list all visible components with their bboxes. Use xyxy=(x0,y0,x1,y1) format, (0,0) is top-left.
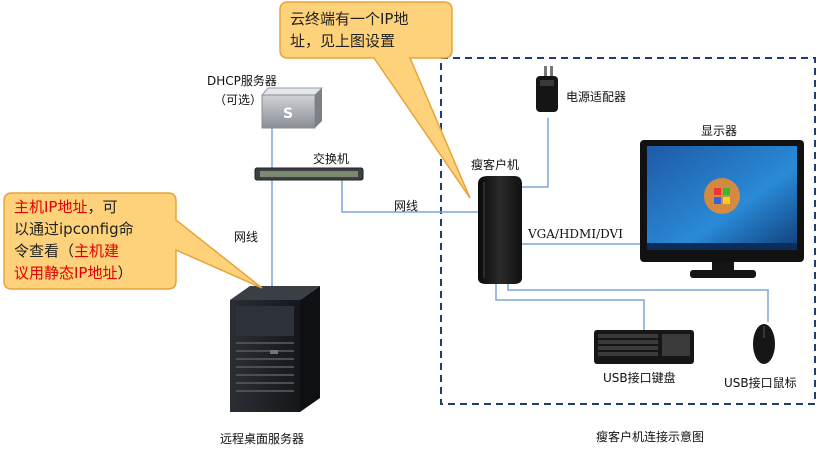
callout-left-line4: 议用静态IP地址） xyxy=(14,262,134,284)
switch-label: 交换机 xyxy=(313,152,350,166)
thin-client-icon xyxy=(478,176,522,284)
connection-lines xyxy=(271,108,769,330)
cable-label-left: 网线 xyxy=(234,230,259,244)
switch-icon xyxy=(254,167,364,181)
monitor-label: 显示器 xyxy=(701,124,738,138)
callout-left-line4-rest: ） xyxy=(117,264,133,282)
callout-left-line3: 令查看（主机建 xyxy=(14,240,134,262)
dhcp-optional-label: （可选） xyxy=(214,93,263,107)
callout-left-line3-pre: 令查看（ xyxy=(14,242,75,260)
keyboard-icon xyxy=(594,330,694,364)
keyboard-label: USB接口键盘 xyxy=(603,371,676,385)
svg-text:S: S xyxy=(283,106,293,122)
callout-left-line1: 主机IP地址，可 xyxy=(14,196,134,218)
video-ports-label: VGA/HDMI/DVI xyxy=(528,227,623,241)
callout-top-bubble xyxy=(279,1,471,199)
diagram-caption: 瘦客户机连接示意图 xyxy=(596,430,705,444)
mouse-label: USB接口鼠标 xyxy=(724,376,797,390)
callout-left-bubble xyxy=(3,192,263,290)
mouse-icon xyxy=(753,324,775,364)
remote-server-label: 远程桌面服务器 xyxy=(220,432,305,446)
monitor-icon xyxy=(640,140,804,278)
client-area-border xyxy=(440,57,816,405)
power-adapter-icon xyxy=(536,66,558,112)
thin-client-label: 瘦客户机 xyxy=(471,158,520,172)
callout-left-text: 主机IP地址，可 以通过ipconfig命 令查看（主机建 议用静态IP地址） xyxy=(14,196,134,284)
callout-left-line3-red: 主机建 xyxy=(74,242,120,260)
dhcp-server-icon: S xyxy=(260,87,324,129)
callout-top-text: 云终端有一个IP地 址，见上图设置 xyxy=(290,8,408,52)
host-ip-label: 主机IP地址 xyxy=(14,198,88,216)
callout-top-line2: 址，见上图设置 xyxy=(290,32,396,50)
dhcp-server-label: DHCP服务器 xyxy=(207,74,277,88)
cable-label-mid: 网线 xyxy=(394,199,419,213)
static-ip-advice: 议用静态IP地址 xyxy=(14,264,118,282)
remote-server-icon xyxy=(230,286,320,412)
callout-left-line1-rest: ，可 xyxy=(87,198,118,216)
callout-left-line2: 以通过ipconfig命 xyxy=(14,220,134,238)
power-adapter-label: 电源适配器 xyxy=(566,90,627,104)
callout-top-line1: 云终端有一个IP地 xyxy=(290,10,409,28)
